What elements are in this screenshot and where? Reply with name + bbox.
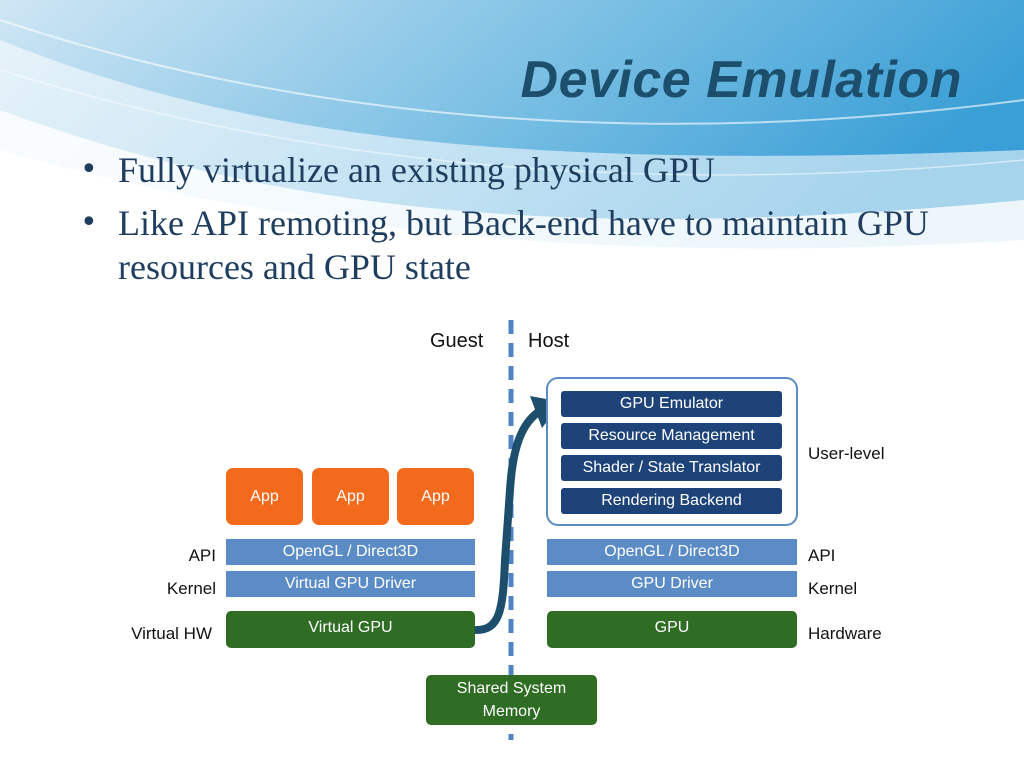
- guest-hw-label: Virtual HW: [131, 624, 212, 643]
- bullet-item: • Fully virtualize an existing physical …: [80, 148, 980, 192]
- host-kernel-layer: GPU Driver: [547, 571, 797, 597]
- emulation-arrow: [472, 404, 549, 634]
- bullet-item: • Like API remoting, but Back-end have t…: [80, 201, 980, 289]
- guest-api-layer: OpenGL / Direct3D: [226, 539, 475, 565]
- guest-kernel-label: Kernel: [166, 579, 216, 598]
- guest-app-box: App: [312, 468, 389, 525]
- host-hw-layer: GPU: [547, 611, 797, 648]
- bullet-list: • Fully virtualize an existing physical …: [80, 148, 980, 298]
- guest-hw-layer: Virtual GPU: [226, 611, 475, 648]
- guest-app-box: App: [397, 468, 474, 525]
- host-hw-label: Hardware: [808, 624, 882, 643]
- host-block-gpu-emulator: GPU Emulator: [561, 391, 782, 417]
- host-block-shader-translator: Shader / State Translator: [561, 455, 782, 481]
- bullet-text: Fully virtualize an existing physical GP…: [118, 150, 715, 190]
- host-api-label: API: [808, 546, 836, 565]
- shared-system-memory: Shared System Memory: [426, 675, 597, 725]
- bullet-dot-icon: •: [80, 205, 98, 240]
- host-api-layer: OpenGL / Direct3D: [547, 539, 797, 565]
- host-kernel-label: Kernel: [808, 579, 858, 598]
- bullet-text: Like API remoting, but Back-end have to …: [118, 203, 929, 287]
- guest-api-label: API: [188, 546, 216, 565]
- bullet-dot-icon: •: [80, 152, 98, 187]
- host-label: Host: [528, 330, 570, 352]
- guest-app-box: App: [226, 468, 303, 525]
- host-block-rendering-backend: Rendering Backend: [561, 488, 782, 514]
- host-user-level-label: User-level: [808, 444, 885, 463]
- guest-kernel-layer: Virtual GPU Driver: [226, 571, 475, 597]
- guest-label: Guest: [430, 330, 484, 352]
- host-block-resource-management: Resource Management: [561, 423, 782, 449]
- slide-title: Device Emulation: [520, 51, 962, 109]
